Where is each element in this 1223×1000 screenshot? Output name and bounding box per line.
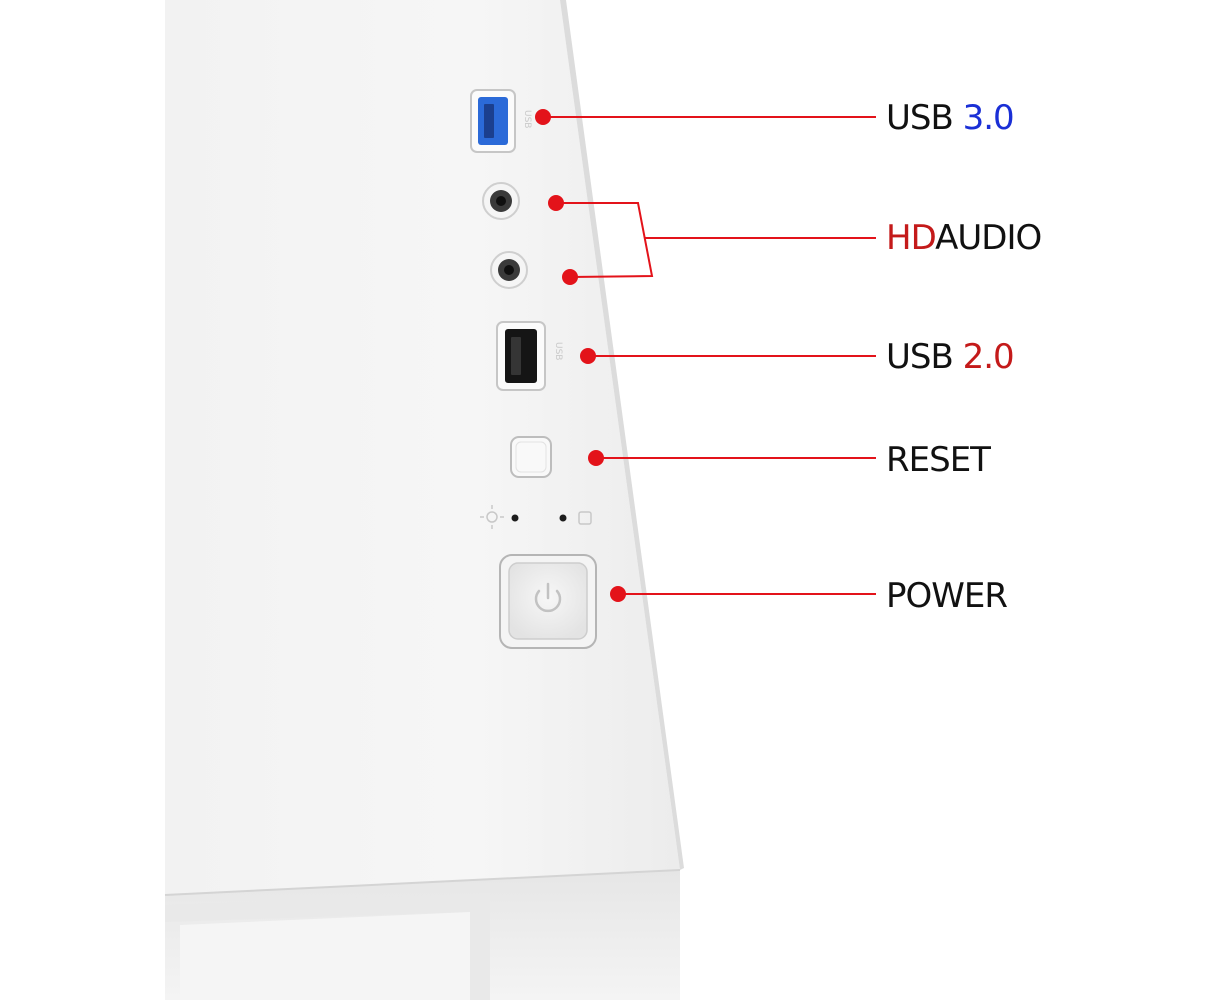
case-bottom-crease xyxy=(164,869,681,896)
usb2-label-name: USB xyxy=(886,337,954,377)
callout-usb3 xyxy=(535,109,876,125)
power-label: POWER xyxy=(886,576,1008,616)
power-icon xyxy=(534,582,562,613)
callout-reset xyxy=(588,450,876,466)
usb3-port-engraving: USB xyxy=(522,110,532,128)
usb2-label: USB 2.0 xyxy=(886,337,1015,377)
hd-audio-label-prefix: HD xyxy=(886,218,936,258)
reset-label: RESET xyxy=(886,440,991,480)
usb3-port[interactable] xyxy=(470,89,516,153)
hdd-led xyxy=(559,514,567,522)
hdd-led-icon xyxy=(578,511,592,525)
power-led-icon xyxy=(480,505,504,529)
callout-power xyxy=(610,586,876,602)
hd-audio-label-name: AUDIO xyxy=(935,218,1042,258)
usb3-label-name: USB xyxy=(886,98,954,138)
hd-audio-label: HDAUDIO xyxy=(886,218,1042,258)
usb2-port-engraving: USB xyxy=(553,342,563,360)
reset-button[interactable] xyxy=(510,436,552,478)
case-front-face xyxy=(165,0,680,895)
microphone-jack[interactable] xyxy=(490,251,528,289)
callout-usb2 xyxy=(580,348,876,364)
usb2-label-version: 2.0 xyxy=(962,337,1015,377)
headphone-jack[interactable] xyxy=(482,182,520,220)
usb3-label: USB 3.0 xyxy=(886,98,1015,138)
power-button[interactable] xyxy=(499,554,597,649)
case-edge-highlight xyxy=(560,0,684,870)
usb3-label-version: 3.0 xyxy=(962,98,1015,138)
case-bottom-frame xyxy=(165,893,490,1000)
callout-hd-audio xyxy=(548,195,876,285)
power-led xyxy=(511,514,519,522)
usb2-port[interactable] xyxy=(496,321,546,391)
glass-panel-glimpse xyxy=(180,912,470,1000)
